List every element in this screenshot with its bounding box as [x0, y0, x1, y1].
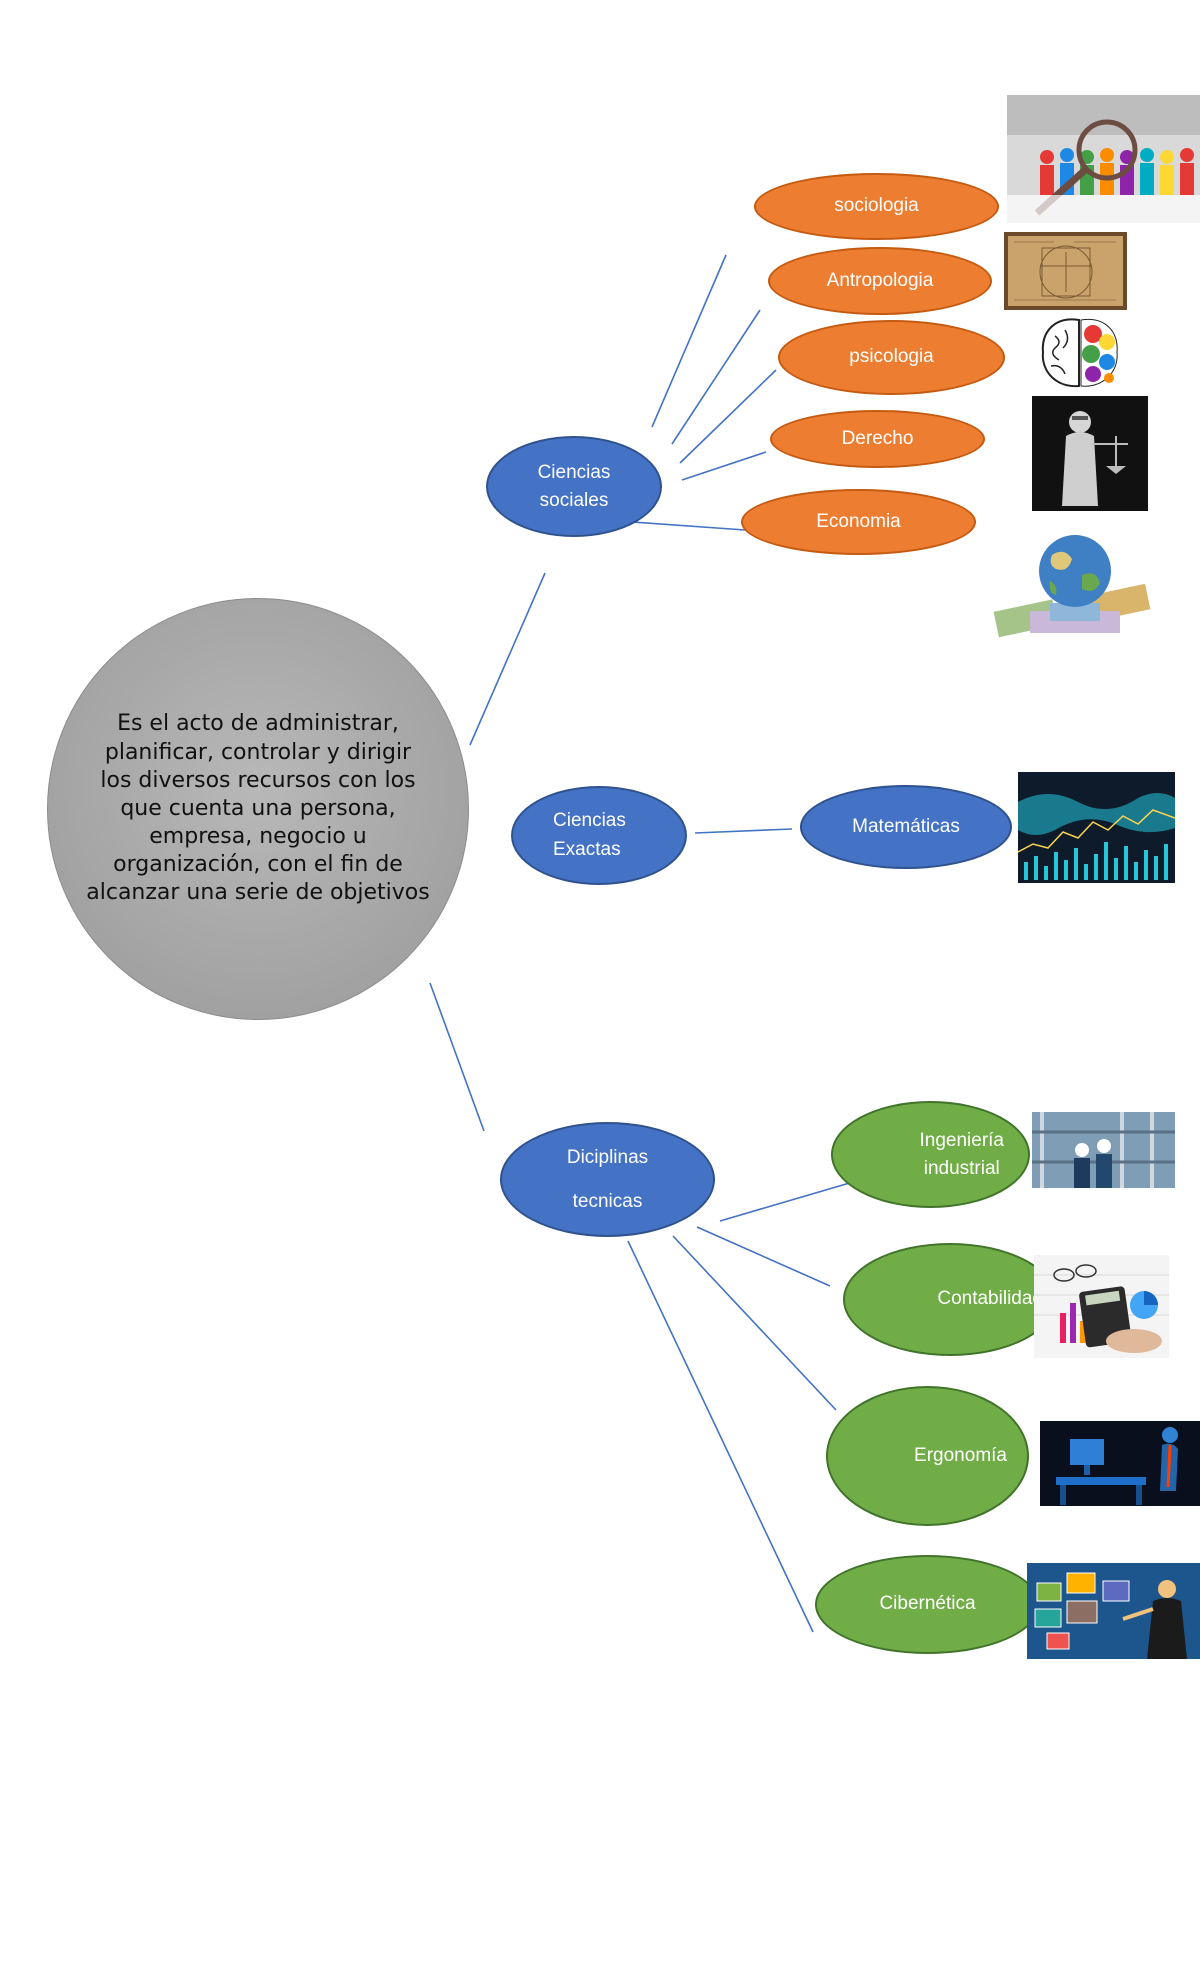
leaf-psicologia-label: psicologia	[849, 346, 934, 368]
stock-chart-image	[1018, 772, 1175, 883]
leaf-sociologia-label: sociologia	[834, 195, 919, 217]
central-concept-node: Es el acto de administrar, planificar, c…	[47, 598, 469, 1020]
leaf-antropologia: Antropologia	[768, 247, 992, 315]
leaf-contabilidad: Contabilidad	[843, 1243, 1057, 1356]
vitruvian-sketch-image	[1004, 232, 1127, 310]
leaf-derecho: Derecho	[770, 410, 985, 468]
leaf-sociologia: sociologia	[754, 173, 999, 240]
leaf-antropologia-label: Antropologia	[826, 269, 934, 291]
leaf-cibernetica-label: Cibernética	[879, 1593, 976, 1615]
branch-ciencias-exactas: Ciencias Exactas	[511, 786, 687, 885]
connector-sociales-antropologia	[671, 309, 761, 445]
leaf-cibernetica: Cibernética	[815, 1555, 1040, 1654]
leaf-ingenieria-industrial: Ingeniería industrial	[831, 1101, 1030, 1208]
leaf-matematicas-label: Matemáticas	[852, 815, 960, 837]
connector-tecnicas-ingenieria	[719, 1176, 871, 1222]
leaf-matematicas: Matemáticas	[800, 785, 1012, 869]
connector-center-sociales	[469, 572, 546, 746]
leaf-ingenieria-line2: industrial	[923, 1157, 1000, 1179]
leaf-psicologia: psicologia	[778, 320, 1005, 395]
branch-tecnicas-line2: tecnicas	[572, 1190, 643, 1212]
leaf-ergonomia-label: Ergonomía	[914, 1444, 1007, 1466]
connector-tecnicas-cibernetica	[627, 1240, 814, 1633]
leaf-ingenieria-line1: Ingeniería	[919, 1129, 1004, 1151]
branch-ciencias-sociales: Ciencias sociales	[486, 436, 662, 537]
virtual-screens-image	[1027, 1563, 1200, 1659]
people-magnifier-image	[1007, 95, 1200, 223]
branch-exactas-line1: Ciencias	[553, 810, 626, 831]
connector-sociales-sociologia	[651, 254, 727, 428]
connector-exactas-matematicas	[694, 828, 793, 834]
calculator-chart-image	[1034, 1255, 1169, 1358]
globe-money-image	[990, 525, 1160, 640]
connector-sociales-psicologia	[679, 369, 777, 464]
colorful-brain-image	[1035, 312, 1125, 396]
leaf-ergonomia: Ergonomía	[826, 1386, 1029, 1526]
branch-tecnicas-line1: Diciplinas	[566, 1146, 649, 1168]
central-concept-text: Es el acto de administrar, planificar, c…	[86, 711, 430, 906]
justice-statue-image	[1032, 396, 1148, 511]
branch-sociales-line1: Ciencias	[537, 461, 611, 483]
leaf-derecho-label: Derecho	[841, 427, 914, 449]
connector-center-tecnicas	[429, 982, 485, 1132]
ergonomic-workstation-image	[1040, 1421, 1200, 1506]
leaf-economia: Economia	[741, 489, 976, 555]
leaf-contabilidad-label: Contabilidad	[937, 1288, 1043, 1310]
industrial-workers-image	[1032, 1112, 1175, 1188]
connector-sociales-economia	[631, 521, 746, 531]
branch-diciplinas-tecnicas: Diciplinas tecnicas	[500, 1122, 715, 1237]
connector-tecnicas-contabilidad	[696, 1226, 831, 1287]
branch-sociales-line2: sociales	[539, 489, 609, 511]
connector-tecnicas-ergonomia	[672, 1235, 837, 1411]
connector-sociales-derecho	[681, 451, 767, 481]
branch-exactas-line2: Exactas	[553, 838, 621, 860]
leaf-economia-label: Economia	[816, 510, 901, 532]
